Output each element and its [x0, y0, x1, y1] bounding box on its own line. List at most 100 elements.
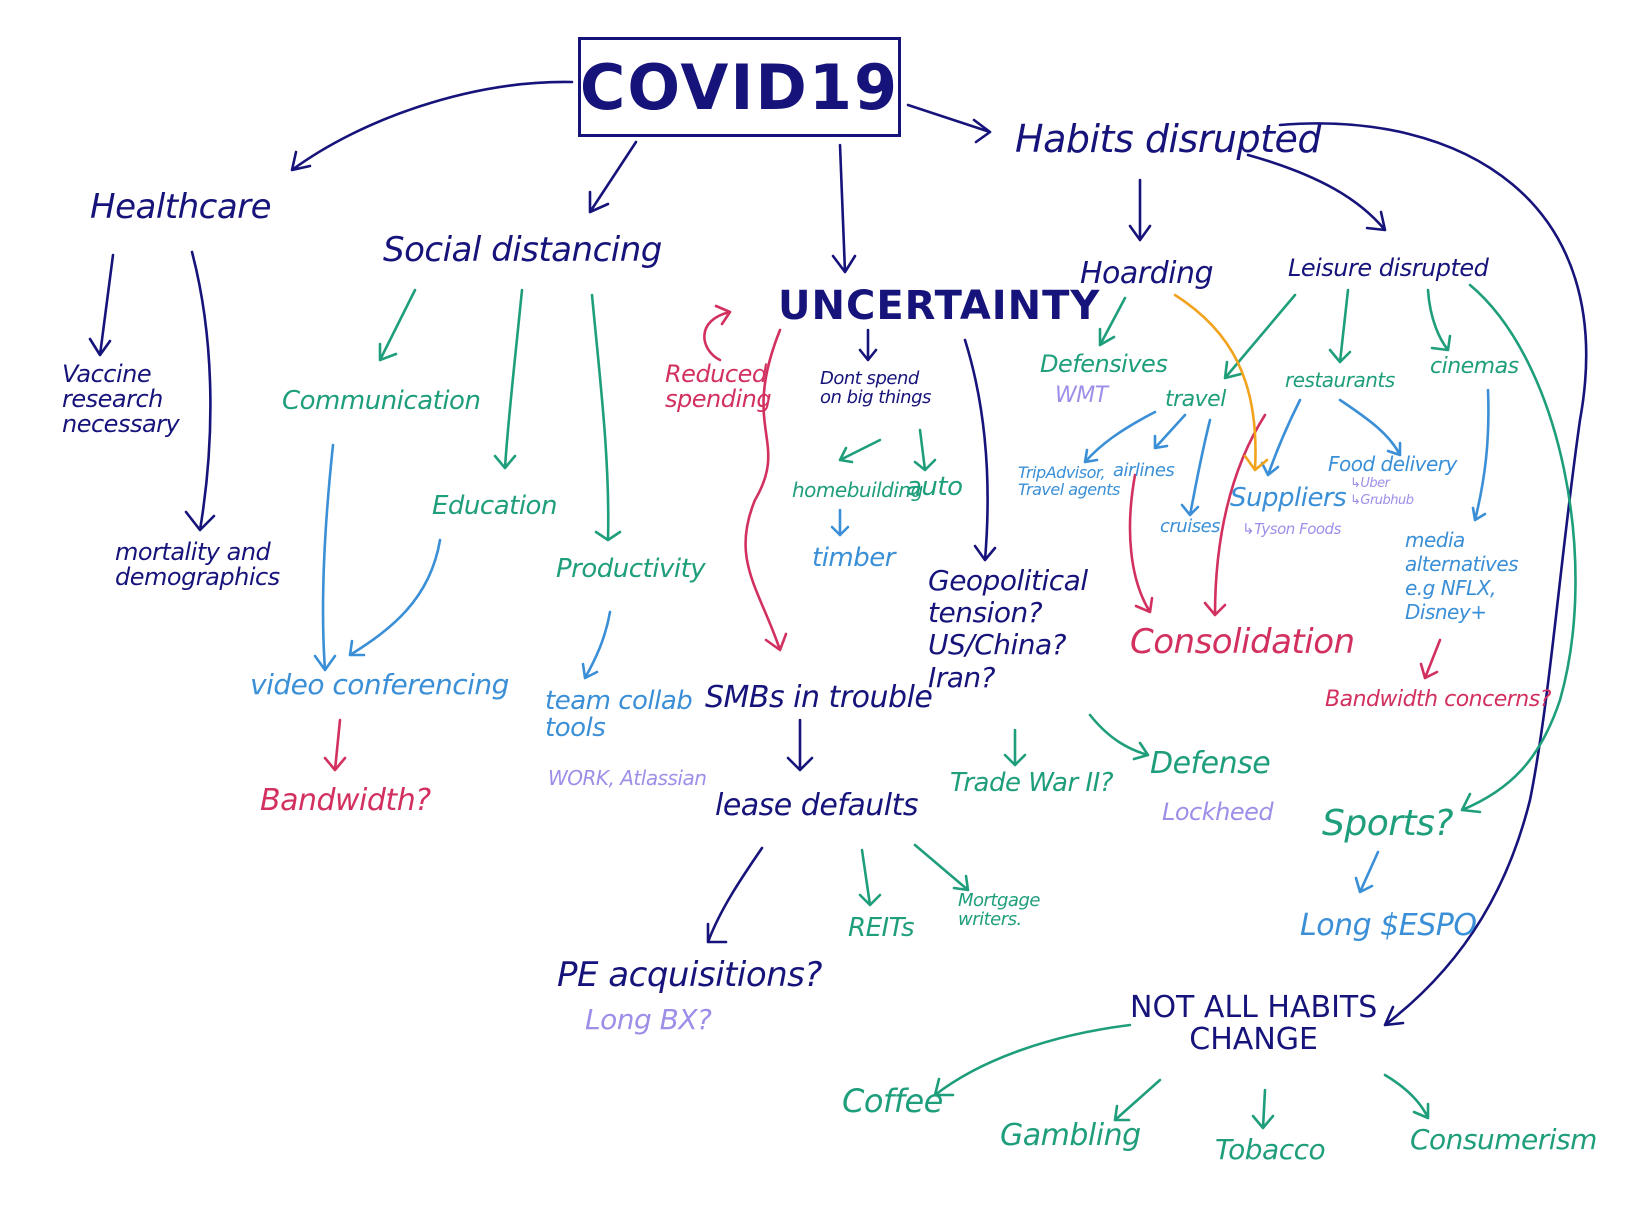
arrow-social-productivity — [590, 293, 622, 542]
arrow-reduced-loop — [703, 304, 732, 362]
travel-node: travel — [1165, 387, 1226, 412]
tyson-node: ↳Tyson Foods — [1242, 520, 1341, 538]
mortgage-writers-node: Mortgage writers. — [958, 890, 1040, 930]
arrow-lease-reits — [858, 848, 882, 907]
arrow-media-bandwidth — [1419, 638, 1442, 680]
arrow-social-education — [493, 288, 524, 470]
reduced-spending-node: Reduced spending — [665, 360, 772, 414]
arrow-habits-hoarding — [1128, 178, 1152, 242]
lease-defaults-node: lease defaults — [715, 788, 919, 823]
suppliers-node: Suppliers — [1230, 483, 1347, 513]
communication-node: Communication — [282, 386, 481, 416]
auto-node: auto — [906, 472, 963, 502]
habits-disrupted-node: Habits disrupted — [1015, 117, 1322, 161]
arrow-uncertainty-smbs — [744, 328, 788, 652]
team-collab-examples: WORK, Atlassian — [548, 766, 707, 790]
social-distancing-node: Social distancing — [383, 230, 662, 270]
arrow-lease-mortgage — [913, 843, 970, 892]
arrow-homebuilding-timber — [830, 508, 850, 537]
tobacco-node: Tobacco — [1215, 1133, 1326, 1166]
arrow-covid-habits — [906, 103, 992, 144]
arrow-leisure-travel — [1223, 293, 1297, 380]
arrow-travel-cruises — [1180, 418, 1212, 517]
arrow-airlines-consolidation — [1128, 473, 1154, 614]
timber-node: timber — [812, 543, 895, 573]
defensives-node: Defensives — [1040, 350, 1168, 378]
arrow-covid-uncertainty — [831, 143, 857, 274]
reits-node: REITs — [848, 913, 915, 943]
long-bx-node: Long BX? — [585, 1003, 712, 1036]
arrow-habits-leisure — [1246, 153, 1387, 232]
arrow-geopolitical-tradewar — [1003, 728, 1027, 767]
covid-root-title: COVID19 — [579, 50, 900, 124]
lockheed-node: Lockheed — [1162, 798, 1274, 826]
cinemas-node: cinemas — [1430, 354, 1519, 379]
arrow-suppliers-consolidation — [1203, 413, 1267, 617]
arrow-covid-social — [588, 140, 638, 214]
leisure-disrupted-node: Leisure disrupted — [1288, 254, 1489, 282]
arrow-hoarding-suppliers — [1173, 293, 1269, 472]
team-collab-node: team collab tools — [545, 686, 693, 744]
arrow-social-communication — [378, 288, 417, 362]
arrow-education-video — [348, 538, 442, 657]
vaccine-node: Vaccine research necessary — [62, 360, 180, 439]
wmt-node: WMT — [1055, 383, 1108, 408]
arrow-notall-tobacco — [1251, 1088, 1275, 1130]
arrow-communication-video — [313, 443, 337, 672]
bandwidth-node: Bandwidth? — [260, 783, 431, 818]
long-espo-node: Long $ESPO — [1300, 908, 1477, 943]
cruises-node: cruises — [1160, 516, 1221, 537]
arrow-uncertainty-dontspend — [858, 328, 878, 362]
arrow-restaurants-food — [1338, 398, 1402, 457]
arrow-uncertainty-geopolitical — [963, 338, 997, 562]
media-alternatives-node: media alternatives e.g NFLX, Disney+ — [1405, 528, 1519, 624]
arrow-leisure-sports — [1460, 283, 1577, 814]
smbs-node: SMBs in trouble — [705, 680, 933, 715]
tripadvisor-node: TripAdvisor, Travel agents — [1018, 463, 1120, 499]
pe-acquisitions-node: PE acquisitions? — [557, 955, 822, 995]
airlines-node: airlines — [1113, 460, 1175, 481]
gambling-node: Gambling — [1000, 1118, 1141, 1153]
bandwidth-concerns-node: Bandwidth concerns? — [1325, 687, 1551, 712]
defense-node: Defense — [1150, 746, 1271, 781]
video-conferencing-node: video conferencing — [250, 668, 509, 701]
arrow-productivity-teamcollab — [581, 610, 612, 680]
consolidation-node: Consolidation — [1130, 622, 1355, 662]
arrow-restaurants-suppliers — [1260, 398, 1302, 477]
arrow-travel-tripadvisor — [1083, 410, 1157, 464]
coffee-node: Coffee — [842, 1082, 943, 1120]
food-delivery-node: Food delivery — [1328, 452, 1457, 476]
dont-spend-node: Dont spend on big things — [820, 368, 931, 408]
arrow-healthcare-mortality — [184, 250, 216, 532]
arrow-video-bandwidth — [323, 718, 347, 772]
arrow-notall-coffee — [933, 1023, 1132, 1097]
arrow-lease-pe — [706, 846, 764, 944]
arrow-geopolitical-defense — [1088, 713, 1150, 761]
arrow-habits-notall — [1278, 122, 1588, 1027]
covid-root-box: COVID19 — [578, 37, 901, 137]
not-all-habits-node: NOT ALL HABITS CHANGE — [1130, 990, 1378, 1057]
productivity-node: Productivity — [556, 554, 706, 584]
healthcare-node: Healthcare — [90, 187, 272, 227]
arrow-dontspend-auto — [913, 428, 937, 472]
geopolitical-node: Geopolitical tension? US/China? Iran? — [928, 564, 1088, 694]
arrow-covid-healthcare — [290, 80, 574, 172]
arrow-leisure-cinemas — [1426, 288, 1452, 352]
arrow-sports-espo — [1354, 850, 1380, 894]
uncertainty-node: UNCERTAINTY — [778, 283, 1101, 329]
trade-war-node: Trade War II? — [950, 768, 1114, 798]
arrow-hoarding-defensives — [1098, 296, 1127, 347]
education-node: Education — [432, 491, 557, 521]
homebuilding-node: homebuilding — [792, 478, 923, 502]
restaurants-node: restaurants — [1285, 368, 1395, 392]
grubhub-node: ↳Grubhub — [1350, 493, 1414, 508]
sports-node: Sports? — [1322, 803, 1454, 844]
consumerism-node: Consumerism — [1410, 1123, 1597, 1156]
arrow-smbs-lease — [786, 718, 814, 772]
uber-node: ↳Uber — [1350, 476, 1390, 491]
arrow-notall-consumerism — [1383, 1073, 1430, 1120]
arrow-cinemas-media — [1471, 388, 1490, 522]
arrow-notall-gambling — [1113, 1078, 1162, 1122]
